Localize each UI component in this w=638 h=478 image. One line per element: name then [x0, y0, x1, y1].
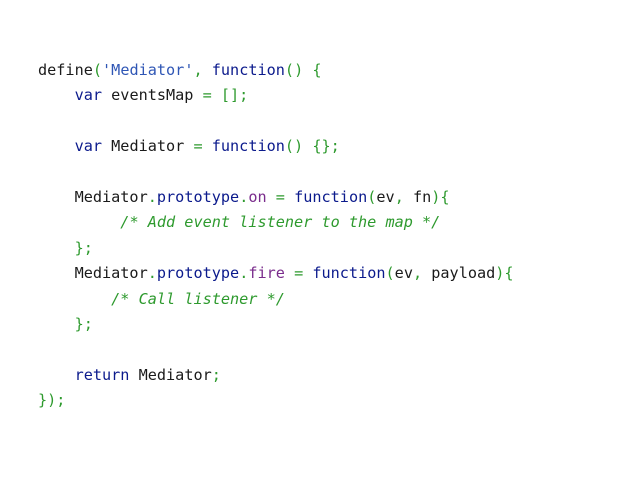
code-identifier: fn [412, 187, 432, 206]
code-punctuation: = [284, 264, 313, 283]
code-comment: /* Add event listener to the map */ [120, 213, 441, 232]
code-line: /* Call listener */ [38, 287, 514, 312]
code-line [38, 160, 514, 185]
code-punctuation: . [147, 264, 157, 283]
code-identifier: ev [376, 187, 395, 206]
code-comment: /* Call listener */ [111, 289, 285, 308]
code-identifier: Mediator [102, 137, 194, 156]
code-line: Mediator.prototype.on = function(ev, fn)… [38, 185, 514, 210]
code-line: var Mediator = function() {}; [38, 134, 514, 159]
code-identifier: define [38, 61, 93, 79]
code-punctuation: = [193, 137, 212, 156]
code-punctuation: }; [74, 238, 93, 257]
code-identifier [38, 239, 75, 257]
code-punctuation: ){ [431, 187, 450, 206]
code-identifier [38, 366, 75, 384]
code-punctuation: = [266, 187, 295, 206]
code-keyword: var [74, 137, 103, 156]
code-identifier: payload [431, 264, 496, 283]
code-identifier [38, 213, 120, 231]
code-identifier: Mediator [38, 187, 148, 206]
code-line: }; [38, 312, 514, 337]
code-line: define('Mediator', function() { [38, 58, 514, 83]
code-punctuation: () {}; [284, 137, 340, 156]
code-block: define('Mediator', function() { var even… [38, 58, 514, 413]
code-punctuation: , [193, 61, 212, 79]
code-punctuation: ( [367, 187, 377, 206]
code-keyword: function [211, 137, 285, 156]
code-identifier: Mediator [38, 264, 148, 283]
code-punctuation: ; [211, 365, 221, 384]
code-keyword: prototype [156, 264, 240, 283]
code-punctuation: }); [38, 391, 66, 410]
code-keyword: function [312, 264, 386, 283]
code-property: on [248, 187, 267, 206]
code-line [38, 337, 514, 362]
code-punctuation: . [239, 264, 249, 283]
code-punctuation: , [394, 187, 413, 206]
code-line: }); [38, 388, 514, 413]
code-punctuation: . [239, 187, 249, 206]
code-keyword: return [74, 365, 130, 384]
code-line: Mediator.prototype.fire = function(ev, p… [38, 261, 514, 286]
code-identifier: ev [394, 264, 413, 283]
code-identifier [38, 290, 111, 308]
code-line [38, 109, 514, 134]
code-punctuation: = []; [202, 86, 249, 105]
code-identifier [38, 315, 75, 333]
code-punctuation: ( [92, 61, 103, 79]
code-string: 'Mediator' [102, 61, 194, 79]
code-identifier: Mediator [129, 365, 212, 384]
code-identifier: eventsMap [102, 86, 203, 105]
code-keyword: function [211, 61, 285, 79]
code-keyword: var [74, 86, 103, 105]
code-punctuation: ( [385, 264, 395, 283]
code-keyword: prototype [156, 187, 240, 206]
code-keyword: function [294, 187, 368, 206]
code-punctuation: () { [284, 61, 322, 79]
code-line: }; [38, 236, 514, 261]
code-property: fire [248, 264, 285, 283]
code-punctuation: ){ [495, 264, 514, 283]
code-identifier [38, 137, 75, 155]
code-identifier [38, 86, 75, 104]
code-punctuation: . [147, 187, 157, 206]
code-line: return Mediator; [38, 363, 514, 388]
code-punctuation: }; [74, 314, 93, 333]
code-punctuation: , [412, 264, 432, 283]
code-line: var eventsMap = []; [38, 83, 514, 108]
code-line: /* Add event listener to the map */ [38, 210, 514, 235]
